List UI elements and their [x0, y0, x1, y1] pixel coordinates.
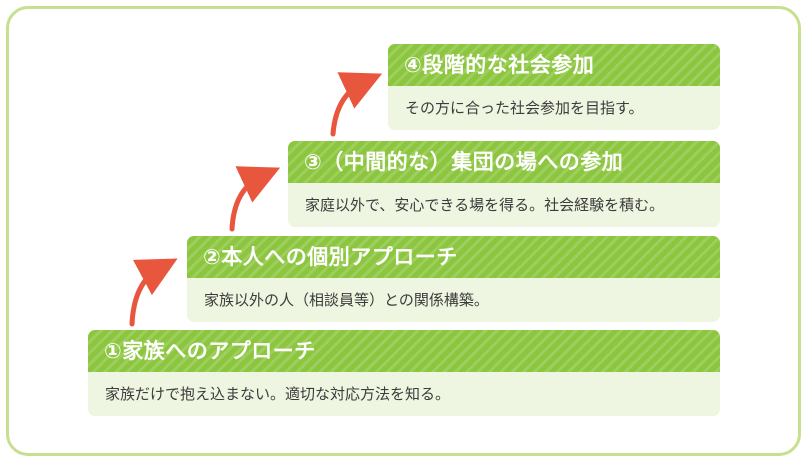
arrow-step2-to-step3: [229, 166, 281, 232]
step-1-title: ①家族へのアプローチ: [88, 330, 720, 372]
step-2-individual-approach: ②本人への個別アプローチ 家族以外の人（相談員等）との関係構築。: [187, 236, 720, 322]
step-4-social-participation: ④段階的な社会参加 その方に合った社会参加を目指す。: [388, 44, 720, 130]
step-3-title: ③（中間的な）集団の場への参加: [288, 141, 720, 183]
step-3-description: 家庭以外で、安心できる場を得る。社会経験を積む。: [288, 183, 720, 227]
step-2-title: ②本人への個別アプローチ: [187, 236, 720, 278]
arrow-step1-to-step2: [129, 258, 178, 327]
step-2-description: 家族以外の人（相談員等）との関係構築。: [187, 278, 720, 322]
arrow-step3-to-step4: [330, 72, 383, 137]
step-1-description: 家族だけで抱え込まない。適切な対応方法を知る。: [88, 372, 720, 416]
step-1-family-approach: ①家族へのアプローチ 家族だけで抱え込まない。適切な対応方法を知る。: [88, 330, 720, 416]
step-4-title: ④段階的な社会参加: [388, 44, 720, 86]
step-3-group-participation: ③（中間的な）集団の場への参加 家庭以外で、安心できる場を得る。社会経験を積む。: [288, 141, 720, 227]
step-4-description: その方に合った社会参加を目指す。: [388, 86, 720, 130]
